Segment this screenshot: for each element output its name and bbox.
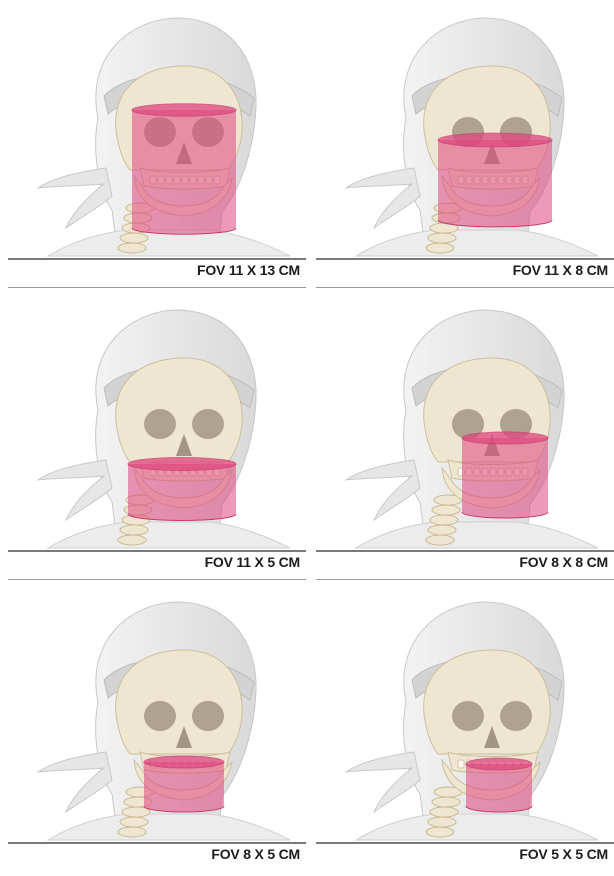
shoulders [48, 522, 290, 548]
fov-cylinder-body [144, 762, 224, 812]
tooth [458, 760, 464, 768]
vertebra [430, 515, 458, 525]
cranium [116, 650, 242, 754]
caption-divider-bottom [316, 287, 614, 288]
fov-caption: FOV 11 X 8 CM [513, 262, 608, 278]
vertebra [426, 243, 454, 253]
fov-cylinder-body [128, 464, 236, 520]
skull-illustration [316, 584, 614, 876]
caption-divider-bottom [8, 287, 306, 288]
cranium [424, 650, 550, 754]
vertebra [118, 243, 146, 253]
caption-divider-top [316, 258, 614, 260]
fov-cylinder-top [128, 458, 236, 471]
fov-panel-8x5: FOV 8 X 5 CM [8, 584, 306, 876]
vertebra [428, 525, 456, 535]
vertebra [118, 535, 146, 545]
fov-cylinder-body [132, 110, 236, 234]
vertebra [120, 233, 148, 243]
skull-illustration [8, 0, 306, 292]
vertebra [428, 817, 456, 827]
vertebra [432, 797, 460, 807]
fov-caption: FOV 11 X 13 CM [197, 262, 300, 278]
vertebra [432, 505, 460, 515]
skull-illustration [316, 0, 614, 292]
shoulders [356, 230, 598, 256]
ponytail [38, 752, 112, 812]
vertebra [120, 817, 148, 827]
skull-illustration [316, 292, 614, 584]
ponytail [38, 168, 112, 228]
vertebra [430, 807, 458, 817]
fov-caption: FOV 5 X 5 CM [519, 846, 608, 862]
fov-cylinder-top [132, 104, 236, 116]
caption-divider-top [316, 842, 614, 844]
vertebra [118, 827, 146, 837]
caption-divider-bottom [8, 579, 306, 580]
fov-panel-11x5: FOV 11 X 5 CM [8, 292, 306, 584]
shoulders [356, 814, 598, 840]
caption-divider-top [8, 258, 306, 260]
caption-divider-bottom [316, 579, 614, 580]
ponytail [346, 752, 420, 812]
fov-caption: FOV 8 X 8 CM [519, 554, 608, 570]
caption-divider-top [316, 550, 614, 552]
vertebra [120, 525, 148, 535]
fov-cylinder-body [462, 438, 548, 518]
vertebra [122, 807, 150, 817]
ponytail [38, 460, 112, 520]
fov-panel-11x13: FOV 11 X 13 CM [8, 0, 306, 292]
fov-panel-5x5: FOV 5 X 5 CM [316, 584, 614, 876]
ponytail [346, 168, 420, 228]
fov-panel-11x8: FOV 11 X 8 CM [316, 0, 614, 292]
fov-cylinder-top [144, 756, 224, 768]
shoulders [48, 814, 290, 840]
right-eye-socket [500, 701, 532, 731]
left-eye-socket [144, 409, 176, 439]
right-eye-socket [192, 701, 224, 731]
caption-divider-top [8, 842, 306, 844]
fov-caption: FOV 8 X 5 CM [211, 846, 300, 862]
vertebra [426, 827, 454, 837]
cranium [116, 358, 242, 462]
fov-caption: FOV 11 X 5 CM [205, 554, 300, 570]
shoulders [356, 522, 598, 548]
ponytail [346, 460, 420, 520]
fov-cylinder-body [466, 764, 532, 812]
fov-cylinder-top [438, 133, 552, 147]
left-eye-socket [452, 701, 484, 731]
left-eye-socket [144, 701, 176, 731]
fov-panel-8x8: FOV 8 X 8 CM [316, 292, 614, 584]
skull-illustration [8, 584, 306, 876]
fov-cylinder-body [438, 140, 552, 227]
vertebra [428, 233, 456, 243]
fov-cylinder-top [466, 758, 532, 770]
right-eye-socket [192, 409, 224, 439]
caption-divider-top [8, 550, 306, 552]
skull-illustration [8, 292, 306, 584]
vertebra [426, 535, 454, 545]
fov-cylinder-top [462, 432, 548, 444]
